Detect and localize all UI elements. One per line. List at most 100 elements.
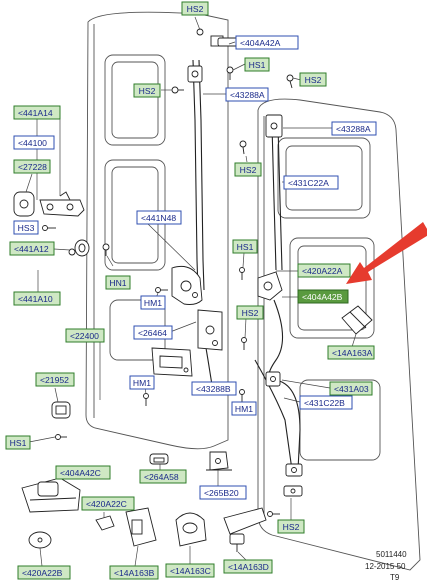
svg-text:HS2: HS2 [242,308,259,318]
svg-text:HS1: HS1 [10,438,27,448]
handle-bracket-part [39,191,85,217]
bolt-part-1 [226,66,234,80]
label-441a10[interactable]: <441A10 [13,291,61,306]
parts [13,28,373,552]
label-420a22a[interactable]: <420A22A [297,263,351,278]
svg-text:<14A163C: <14A163C [170,566,211,576]
svg-text:<404A42C: <404A42C [60,468,101,478]
svg-text:<14A163D: <14A163D [228,562,269,572]
label-hm1-a[interactable]: HM1 [140,295,166,310]
svg-text:<404A42B: <404A42B [302,292,343,302]
label-404a42a[interactable]: <404A42A [235,35,299,50]
svg-text:<404A42A: <404A42A [240,38,281,48]
label-26464[interactable]: <26464 [133,325,173,340]
rivet-hn1 [102,243,110,256]
svg-text:<431C22B: <431C22B [304,398,345,408]
label-420a22b[interactable]: <420A22B [17,565,71,580]
label-14a163a[interactable]: <14A163A [327,345,375,360]
strap-14a163c-part [175,512,207,547]
lock-cylinder-part [13,191,35,217]
clip-21952-part [51,401,71,419]
svg-text:<420A22A: <420A22A [302,266,343,276]
svg-text:<441A10: <441A10 [18,294,53,304]
label-hn1[interactable]: HN1 [105,275,131,290]
svg-text:<441A14: <441A14 [18,108,53,118]
date-code: 12-2015 50 [365,562,406,571]
label-hm1-b[interactable]: HM1 [129,375,155,390]
label-43288a-1[interactable]: <43288A [225,87,269,102]
label-404a42b[interactable]: <404A42B [297,289,349,304]
label-hs3[interactable]: HS3 [13,220,39,235]
svg-text:<431C22A: <431C22A [288,178,329,188]
label-hs1-top[interactable]: HS1 [244,57,270,72]
svg-text:<431A03: <431A03 [334,384,369,394]
label-14a163d[interactable]: <14A163D [223,559,273,574]
svg-text:HS3: HS3 [18,223,35,233]
label-hs2-left[interactable]: HS2 [133,83,161,98]
label-431c22a[interactable]: <431C22A [283,175,339,190]
label-hs2-right[interactable]: HS2 [299,72,327,87]
svg-text:<44100: <44100 [18,138,47,148]
svg-text:HS2: HS2 [305,75,322,85]
label-22400[interactable]: <22400 [65,328,105,343]
svg-text:HM1: HM1 [235,404,253,414]
hinge-top-part [196,28,239,47]
drawing-number: 5011440 [376,550,407,559]
upper-bracket-left [187,65,203,83]
label-404a42c[interactable]: <404A42C [55,465,111,480]
svg-text:<43288B: <43288B [196,384,231,394]
bottom-right-bracket [285,463,303,477]
label-43288a-2[interactable]: <43288A [331,121,377,136]
label-441n48[interactable]: <441N48 [136,210,182,225]
svg-text:<441N48: <441N48 [141,213,176,223]
lower-right-bracket [265,371,281,387]
pad-420a22b-part [28,531,52,549]
bolt-part-3 [171,86,184,94]
label-431c22b[interactable]: <431C22B [299,395,353,410]
label-14a163b[interactable]: <14A163B [109,565,159,580]
label-hs2-bottom[interactable]: HS2 [277,519,305,534]
label-265b20[interactable]: <265B20 [199,485,247,500]
label-hs2-mid[interactable]: HS2 [234,162,262,177]
strap-14a163d-part [223,507,267,552]
bolt-part-7 [239,267,245,280]
label-14a163c[interactable]: <14A163C [165,563,215,578]
label-hs1-bottom[interactable]: HS1 [5,435,31,450]
svg-text:HN1: HN1 [109,278,126,288]
svg-text:<264A58: <264A58 [144,472,179,482]
bolt-part-2 [286,74,294,89]
drawing-metadata: 5011440 12-2015 50 T9 [365,550,407,582]
label-441a14[interactable]: <441A14 [13,105,61,120]
svg-text:<43288A: <43288A [336,124,371,134]
svg-text:<27228: <27228 [18,162,47,172]
bolt-part-6 [143,393,149,406]
screw-hs1-bottom [55,434,67,440]
label-441a12[interactable]: <441A12 [9,241,55,256]
callout-labels: HS2 <404A42A HS1 HS2 HS2 <43288A <441A14… [5,1,377,580]
strap-14a163a-part [341,305,373,335]
right-door-panel [257,98,421,571]
bushing-441a12 [68,239,90,257]
label-hs1-mid[interactable]: HS1 [232,239,258,254]
label-27228[interactable]: <27228 [13,159,51,174]
label-hs2-lower[interactable]: HS2 [236,305,264,320]
label-hs2-top[interactable]: HS2 [181,1,209,16]
upper-bracket-right [265,114,283,138]
label-420a22c[interactable]: <420A22C [81,496,135,511]
bolt-part-8 [241,337,247,350]
label-21952[interactable]: <21952 [35,372,75,387]
label-431a03[interactable]: <431A03 [329,381,373,396]
label-44100[interactable]: <44100 [13,135,55,150]
svg-text:HS1: HS1 [237,242,254,252]
label-43288b[interactable]: <43288B [191,381,237,396]
label-hm1-c[interactable]: HM1 [231,401,257,416]
screw-hs3 [42,225,56,231]
svg-text:HS2: HS2 [240,165,257,175]
bracket-265b20-part [206,451,232,471]
svg-text:<420A22B: <420A22B [22,568,63,578]
svg-text:<21952: <21952 [40,375,69,385]
label-264a58[interactable]: <264A58 [139,469,187,484]
bottom-hinge-part [283,485,303,497]
strap-14a163b-part [125,507,157,547]
